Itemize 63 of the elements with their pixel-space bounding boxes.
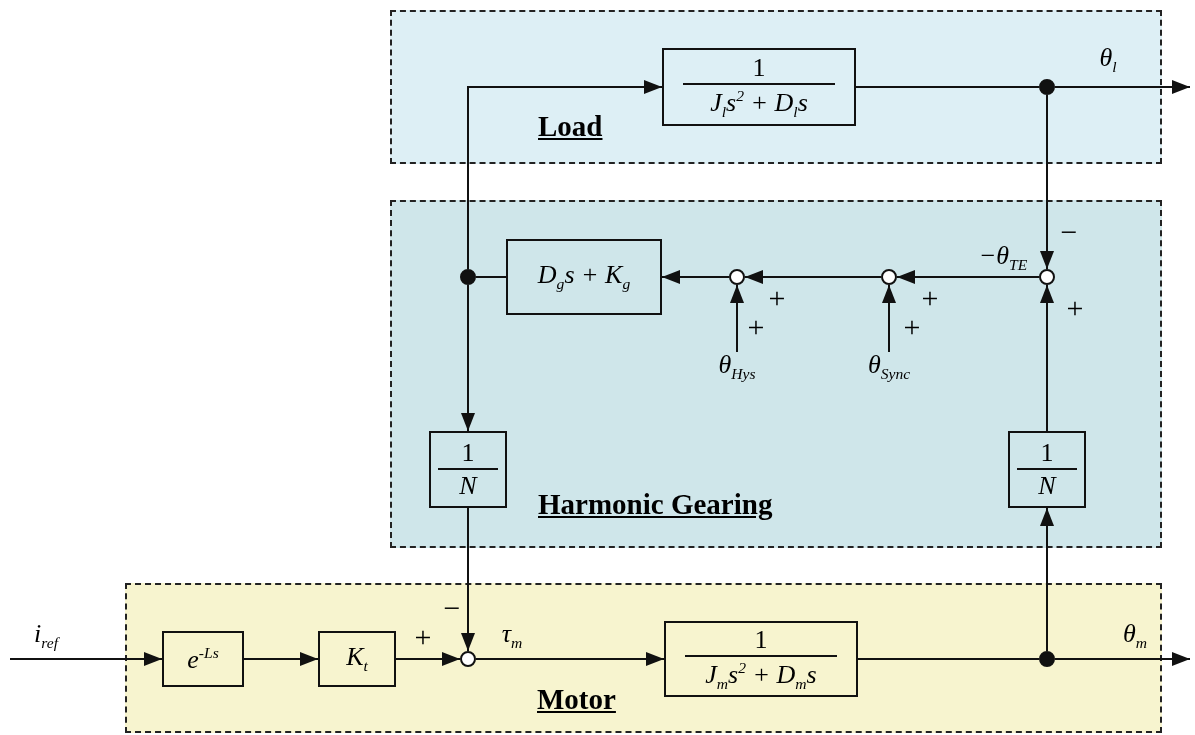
signal-arrow <box>9 652 163 666</box>
sign-label: + <box>768 283 786 313</box>
sign-label: + <box>414 622 432 652</box>
signal-arrow <box>1054 652 1191 666</box>
signal-label: −θ$_{TE}$ <box>978 243 1028 273</box>
denominator: N <box>459 471 477 501</box>
sign-label: − <box>443 593 461 623</box>
transfer-function-block <box>662 48 856 126</box>
signal-arrow <box>661 270 730 284</box>
signal-arrow <box>1040 94 1054 270</box>
signal-arrow <box>744 270 882 284</box>
sign-label: + <box>921 283 939 313</box>
group-panel <box>390 200 1162 548</box>
signal-arrow <box>475 652 665 666</box>
summing-junction <box>729 269 745 285</box>
numerator: 1 <box>1040 438 1054 466</box>
sign-label: + <box>747 312 765 342</box>
transfer-function-block <box>429 431 507 508</box>
panel-heading: Motor <box>537 685 616 714</box>
signal-arrow <box>882 284 896 353</box>
block-expression: K$_{t}$ <box>346 642 368 676</box>
signal-arrow <box>243 652 319 666</box>
sign-label: + <box>903 312 921 342</box>
sign-label: − <box>1060 217 1078 247</box>
numerator: 1 <box>754 625 768 654</box>
transfer-function-block <box>664 621 858 697</box>
signal-arrow <box>395 652 461 666</box>
group-panel <box>125 583 1162 733</box>
signal-arrow <box>1040 284 1054 432</box>
numerator: 1 <box>461 438 475 466</box>
branch-point <box>1039 79 1055 95</box>
denominator: N <box>1038 471 1056 501</box>
transfer-function-block <box>162 631 244 687</box>
signal-label: θ$_{Sync}$ <box>844 352 934 388</box>
signal-label: θ$_{m}$ <box>1123 621 1147 651</box>
denominator: J$_{l}$s$^{2}$ + D$_{l}$s <box>710 87 808 121</box>
signal-arrow <box>896 270 1040 284</box>
summing-junction <box>881 269 897 285</box>
panel-heading: Harmonic Gearing <box>538 490 773 519</box>
transfer-function-block <box>506 239 662 315</box>
branch-point <box>460 269 476 285</box>
denominator: J$_{m}$s$^{2}$ + D$_{m}$s <box>705 659 817 693</box>
panel-heading: Load <box>538 112 603 141</box>
branch-point <box>1039 651 1055 667</box>
signal-label: θ$_{Hys}$ <box>702 352 772 388</box>
signal-arrow <box>461 284 475 432</box>
sign-label: + <box>1066 293 1084 323</box>
block-expression: e$^{-Ls}$ <box>187 643 219 675</box>
summing-junction <box>460 651 476 667</box>
signal-arrow <box>467 80 663 270</box>
signal-label: θ$_{l}$ <box>1099 45 1117 75</box>
signal-label: i$_{ref}$ <box>34 621 58 651</box>
group-panel <box>390 10 1162 164</box>
signal-arrow <box>730 284 744 353</box>
signal-label: τ$_{m}$ <box>501 621 523 651</box>
signal-arrow <box>1054 80 1191 94</box>
block-expression: D$_{g}$s + K$_{g}$ <box>537 260 631 294</box>
numerator: 1 <box>752 53 766 82</box>
signal-arrow <box>461 507 475 652</box>
signal-arrow <box>1040 507 1054 652</box>
summing-junction <box>1039 269 1055 285</box>
transfer-function-block <box>318 631 396 687</box>
transfer-function-block <box>1008 431 1086 508</box>
